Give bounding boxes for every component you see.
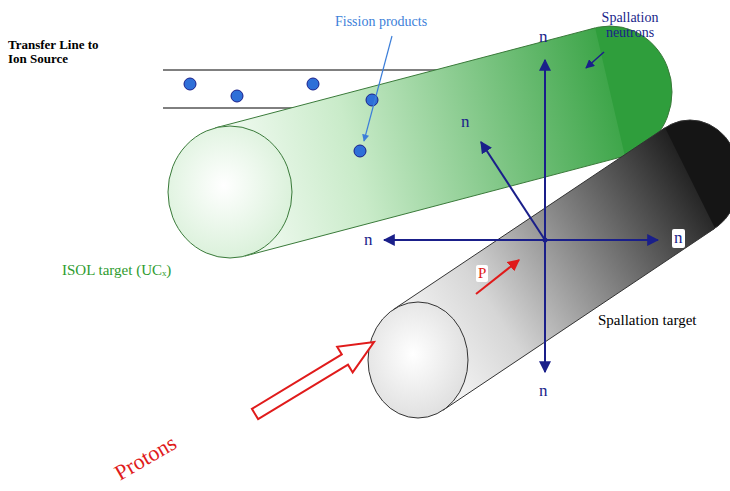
- neutron-arrow: [481, 142, 545, 240]
- spallation-point: [543, 238, 548, 243]
- neutron-label: n: [461, 113, 470, 132]
- proton-beam-arrow: [247, 329, 382, 427]
- target-label: Spallation target: [598, 312, 696, 329]
- cylinder-edge: [443, 228, 715, 410]
- neutron-label: n: [364, 231, 373, 250]
- proton-label: P: [476, 265, 488, 282]
- neutron-label: n: [672, 229, 685, 248]
- fission-products: [184, 78, 378, 157]
- callout-label: Spallation neutrons: [582, 10, 678, 41]
- transfer-line-wall: [163, 70, 450, 71]
- leader-arrow: [586, 52, 604, 68]
- callout-label: Fission products: [335, 14, 427, 29]
- neutron-label: n: [539, 28, 548, 47]
- spallation-target-cylinder: [368, 120, 730, 418]
- target-label: ISOL target (UCₓ): [62, 262, 171, 279]
- cylinder-front-end: [368, 302, 468, 418]
- proton-arrow: [476, 260, 519, 294]
- cylinder-edge: [215, 28, 595, 128]
- leader-arrow: [364, 36, 392, 141]
- neutron-arrow: [384, 239, 545, 241]
- neutron-arrow: [545, 239, 658, 241]
- neutron-arrow: [544, 240, 546, 372]
- cylinder-edge: [393, 128, 665, 310]
- fission-product-dot: [307, 78, 319, 90]
- cylinder-front-end: [168, 126, 292, 258]
- beam-label: Protons: [110, 431, 180, 486]
- fission-product-dot: [184, 78, 196, 90]
- neutron-label: n: [539, 382, 548, 401]
- fission-product-dot: [231, 90, 243, 102]
- neutron-arrow: [544, 60, 546, 240]
- fission-product-dot: [354, 145, 366, 157]
- line-label: Transfer Line to Ion Source: [8, 38, 100, 67]
